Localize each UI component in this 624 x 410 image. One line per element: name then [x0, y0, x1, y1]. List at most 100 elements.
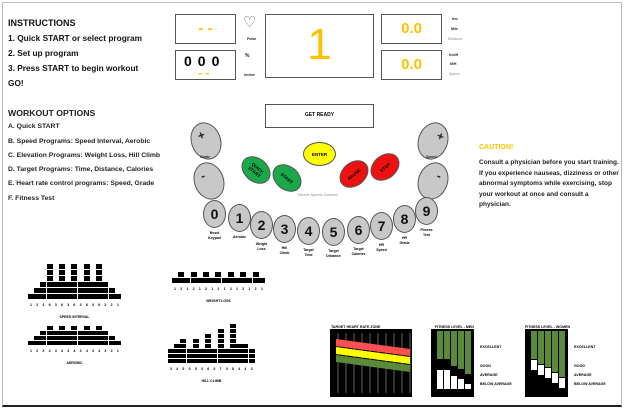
profile-tick: 8 [232, 367, 234, 371]
start-label: START [279, 171, 295, 185]
profile-tick: 2 [192, 287, 195, 291]
pulse-display: - - [175, 14, 236, 44]
profile-bar [65, 331, 72, 346]
profile-bar [77, 331, 84, 346]
level-label: BELOW AVERAGE [480, 382, 512, 386]
profile-tick: 1 [186, 287, 189, 291]
women-chart-title: FITNESS LEVEL - WOMEN [525, 325, 571, 329]
key-6[interactable]: 6 [347, 216, 370, 244]
key-label: Hill Climb [279, 246, 290, 255]
speed-value: 0.0 [401, 56, 422, 73]
profile-tick: 2 [36, 349, 39, 353]
incline-label: Incline [244, 73, 256, 77]
profile-tick: 2 [205, 287, 207, 291]
profile-tick: 4 [48, 349, 51, 353]
profile-tick: 1 [223, 287, 226, 291]
enter-button[interactable]: ENTER [303, 142, 336, 166]
profile-tick: 2 [217, 287, 220, 291]
profile-bar [46, 264, 53, 300]
profile-tick: 1 [116, 303, 119, 307]
key-0[interactable]: 0 [203, 200, 226, 228]
profile-bar [172, 278, 178, 284]
level-label: AVERAGE [480, 373, 498, 377]
level-label: EXCELLENT [574, 345, 596, 349]
incline-digit: 0 [197, 53, 212, 69]
profile-tick: 4 [61, 349, 63, 353]
profile-tick: 6 [98, 303, 101, 307]
profile-tick: 4 [73, 349, 76, 353]
profile-bar [102, 282, 109, 300]
profile-tick: 1 [248, 287, 251, 291]
key-label: Target Calories [351, 247, 366, 256]
profile-tick: 3 [104, 303, 107, 307]
key-9[interactable]: 9 [415, 197, 438, 225]
profile-tick: 3 [42, 303, 45, 307]
profile-tick: 1 [174, 287, 176, 291]
level-label: EXCELLENT [480, 345, 502, 349]
profile-tick: 4 [238, 367, 241, 371]
profile-speed-interval [28, 240, 121, 300]
profile-bar [65, 282, 72, 300]
profile-tick: 2 [254, 287, 257, 291]
key-label: Target Time [303, 248, 314, 257]
key-label: Fitness Test [420, 228, 433, 237]
distance-display: 0.0 [381, 14, 442, 44]
profile-bar [34, 336, 41, 346]
key-4[interactable]: 4 [297, 217, 320, 245]
profile-tick: 3 [92, 349, 94, 353]
profile-tick: 2 [36, 303, 39, 307]
profile-tick: 6 [61, 303, 63, 307]
profile-bar [221, 278, 228, 284]
profile-tick: 3 [170, 367, 172, 371]
grade-label: Grade [200, 155, 211, 159]
profile-tick: 3 [79, 303, 82, 307]
profile-tick: 6 [85, 303, 88, 307]
key-2[interactable]: 2 [250, 211, 273, 239]
profile-bar [186, 349, 193, 364]
zone-band-green [336, 355, 410, 372]
profile-weight-loss [172, 224, 265, 284]
profile-title: HILL CLIMB [201, 379, 222, 383]
plus-icon: + [195, 127, 207, 144]
incline-dash: - - [198, 66, 210, 80]
unit-mh: M/H [450, 62, 457, 66]
profile-tick: 3 [79, 349, 82, 353]
minus-icon: - [198, 168, 208, 184]
profile-bar [203, 272, 209, 284]
speed-label: Speed [449, 72, 460, 76]
profile-tick: 1 [30, 303, 32, 307]
option-item: C. Elevation Programs: Weight Loss, Hill… [8, 151, 161, 159]
option-item: F. Fitness Test [8, 194, 55, 202]
profile-bar [96, 326, 103, 346]
profile-tick: 3 [42, 349, 45, 353]
key-5[interactable]: 5 [322, 218, 345, 246]
unit-kmh: Km/H [449, 53, 459, 57]
zone-band-red [336, 339, 410, 356]
profile-tick: 6 [73, 303, 76, 307]
profile-bar [240, 272, 247, 284]
profile-tick: 5 [182, 367, 185, 371]
incline-digit: 0 [184, 53, 198, 69]
key-label: Target Distance [326, 249, 341, 258]
distance-value: 0.0 [401, 20, 422, 37]
unit-mile: Mile [451, 27, 458, 31]
profile-bar [236, 344, 243, 364]
key-7[interactable]: 7 [370, 212, 393, 240]
profile-bar [108, 288, 115, 300]
key-3[interactable]: 3 [273, 215, 296, 243]
key-8[interactable]: 8 [393, 205, 416, 233]
profile-title: SPEED INTERVAL [59, 315, 90, 319]
key-label: Aerobic [232, 235, 247, 239]
level-display: 1 [265, 14, 374, 78]
heart-rate-chart-title: TARGET HEART RATE ZONE [331, 325, 381, 329]
profile-bar [71, 326, 78, 346]
men-chart-title: FITNESS LEVEL - MEN [435, 325, 474, 329]
instruction-step: 2. Set up program [8, 48, 79, 58]
profile-bar [248, 349, 255, 364]
profile-tick: 2 [229, 287, 232, 291]
level-label: AVERAGE [574, 373, 592, 377]
profile-tick: 3 [54, 303, 57, 307]
profile-tick: 1 [116, 349, 119, 353]
profile-bar [40, 282, 47, 300]
profile-tick: 4 [176, 367, 179, 371]
